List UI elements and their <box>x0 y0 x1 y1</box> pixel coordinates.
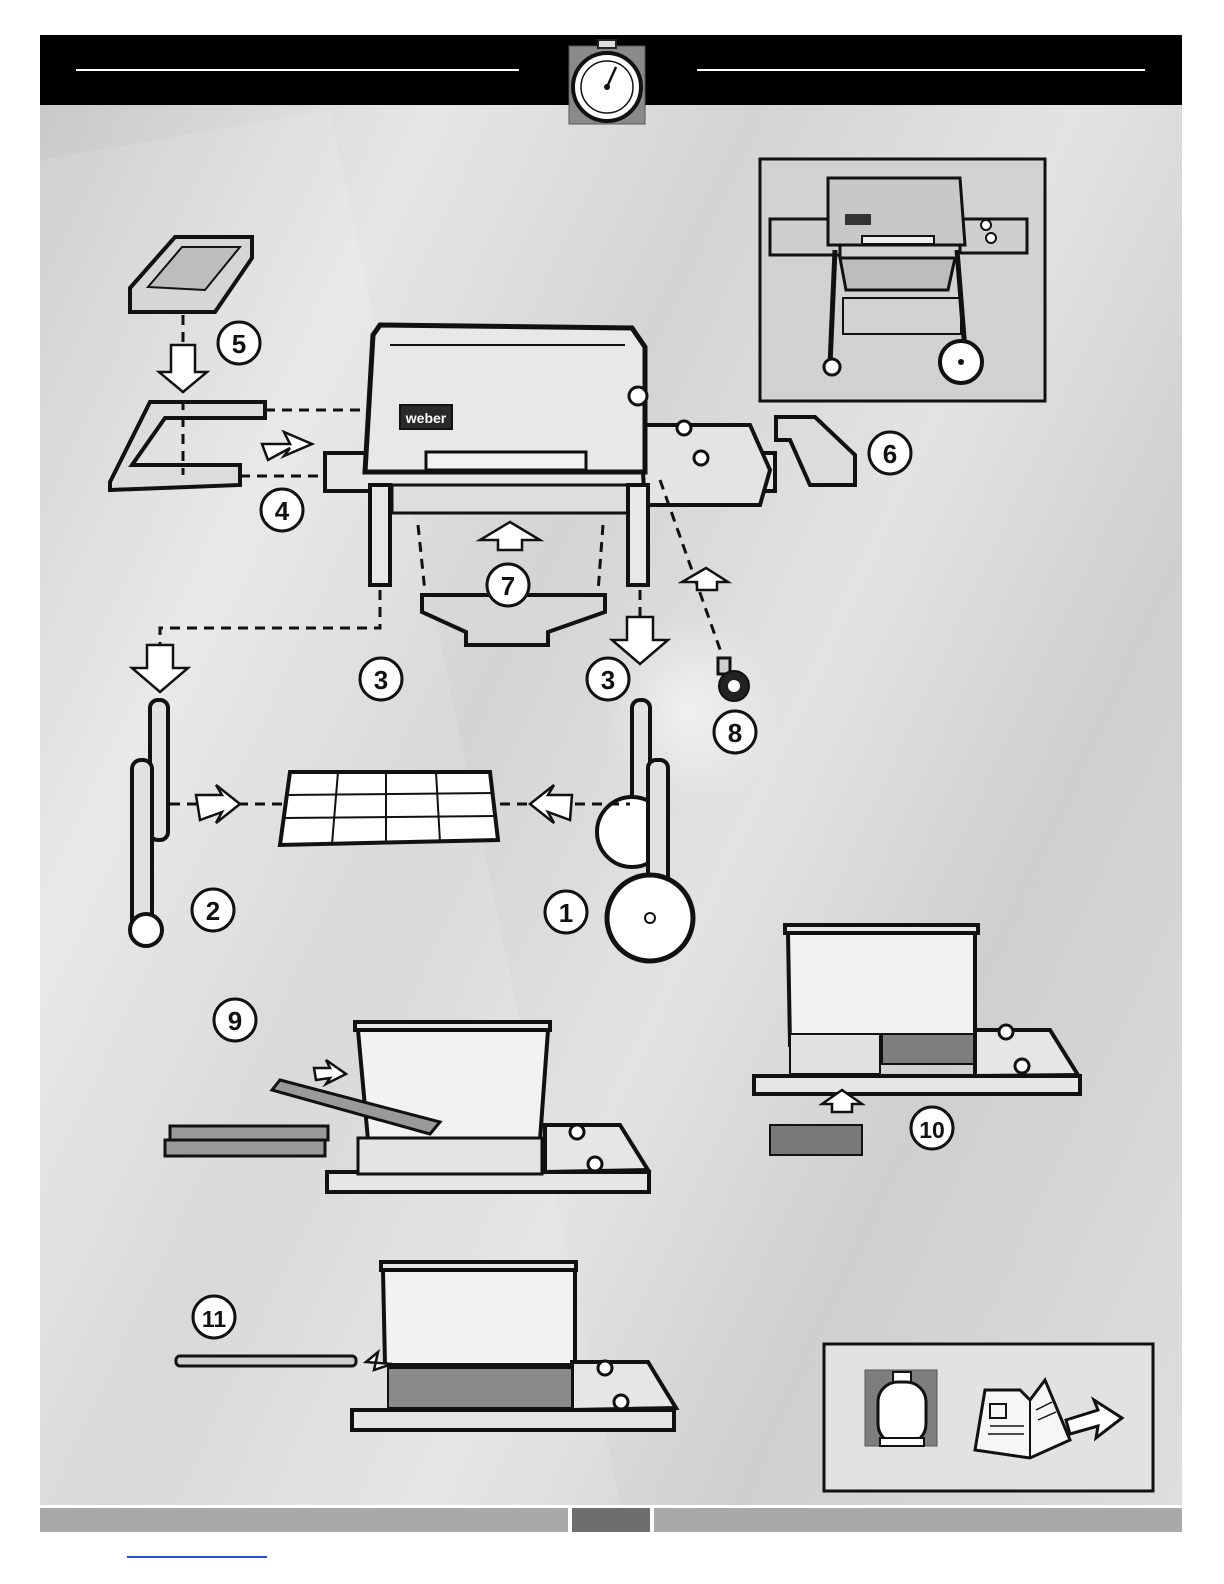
step-badge-6: 6 <box>869 432 911 474</box>
propane-tank-icon <box>865 1370 937 1446</box>
brand-label: weber <box>405 410 447 426</box>
step-badge-1: 1 <box>545 891 587 933</box>
step-badge-2: 2 <box>192 889 234 931</box>
step-number-5: 5 <box>232 329 246 359</box>
step-number-8: 8 <box>728 718 742 748</box>
step-number-7: 7 <box>501 571 515 601</box>
step-number-11: 11 <box>202 1306 227 1332</box>
assembled-grill-inset <box>760 159 1045 401</box>
arrow-up-icon <box>480 522 540 550</box>
step-number-2: 2 <box>206 896 220 926</box>
step-badge-3b: 3 <box>587 658 629 700</box>
step-number-1: 1 <box>559 898 573 928</box>
step-number-3b: 3 <box>601 665 615 695</box>
step-badge-3a: 3 <box>360 658 402 700</box>
right-handle-part <box>776 417 855 485</box>
arrow-left-icon <box>530 785 572 823</box>
step-badge-5: 5 <box>218 322 260 364</box>
arrow-up-icon <box>682 568 728 590</box>
stopwatch-icon <box>569 40 645 124</box>
step-badge-8: 8 <box>714 711 756 753</box>
step-badge-9: 9 <box>214 999 256 1041</box>
step-badge-7: 7 <box>487 564 529 606</box>
step-badge-4: 4 <box>261 489 303 531</box>
step-number-4: 4 <box>275 496 290 526</box>
step-badge-11: 11 <box>193 1296 235 1338</box>
step-number-6: 6 <box>883 439 897 469</box>
next-steps-box <box>824 1344 1153 1491</box>
step-number-3a: 3 <box>374 665 388 695</box>
step-number-10: 10 <box>919 1117 945 1143</box>
step-badge-10: 10 <box>911 1107 953 1149</box>
step-number-9: 9 <box>228 1006 242 1036</box>
bottom-shelf-rack <box>280 772 498 845</box>
